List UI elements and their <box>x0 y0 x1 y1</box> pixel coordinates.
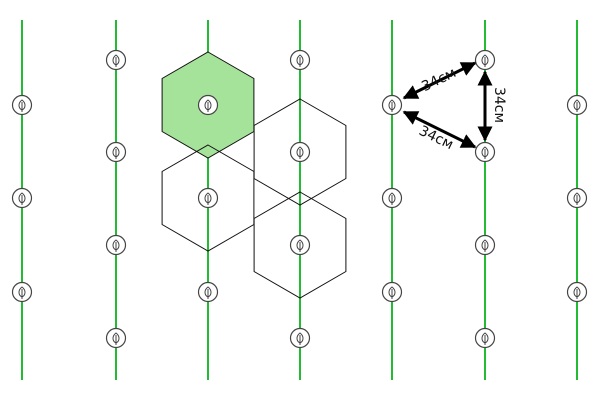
seedling-icon <box>474 49 496 71</box>
seedling-icon <box>381 187 403 209</box>
seedling-icon <box>289 49 311 71</box>
hexagon-outline <box>161 144 255 252</box>
seedling-icon <box>289 141 311 163</box>
spacing-arrow-bottom <box>402 110 477 149</box>
seedling-icon <box>566 187 588 209</box>
seedling-icon <box>566 94 588 116</box>
seedling-icon <box>197 281 219 303</box>
seedling-icon <box>474 234 496 256</box>
seedling-icon <box>289 327 311 349</box>
spacing-triangle: 34см 34см 34см <box>402 61 507 153</box>
spacing-arrow-top <box>402 61 477 100</box>
seedling-icon <box>197 187 219 209</box>
seedling-icon <box>11 281 33 303</box>
seedling-icon <box>381 281 403 303</box>
planting-rows <box>21 20 578 380</box>
spacing-label-top: 34см <box>419 65 458 95</box>
seedling-icon <box>105 49 127 71</box>
seedling-icon <box>381 94 403 116</box>
seedling-icon <box>105 141 127 163</box>
seedling-icon <box>474 141 496 163</box>
hexagon-pattern <box>161 51 347 299</box>
seedling-icon <box>566 281 588 303</box>
hexagon-outline <box>253 98 347 206</box>
seedling-icon <box>11 94 33 116</box>
seedling-icon <box>11 187 33 209</box>
spacing-label-right: 34см <box>491 87 507 123</box>
hexagon-outline <box>253 191 347 299</box>
seedling-icon <box>289 234 311 256</box>
seedling-icon <box>105 327 127 349</box>
seedling-icon <box>197 94 219 116</box>
seedling-icon <box>105 234 127 256</box>
seedling-icon <box>474 327 496 349</box>
